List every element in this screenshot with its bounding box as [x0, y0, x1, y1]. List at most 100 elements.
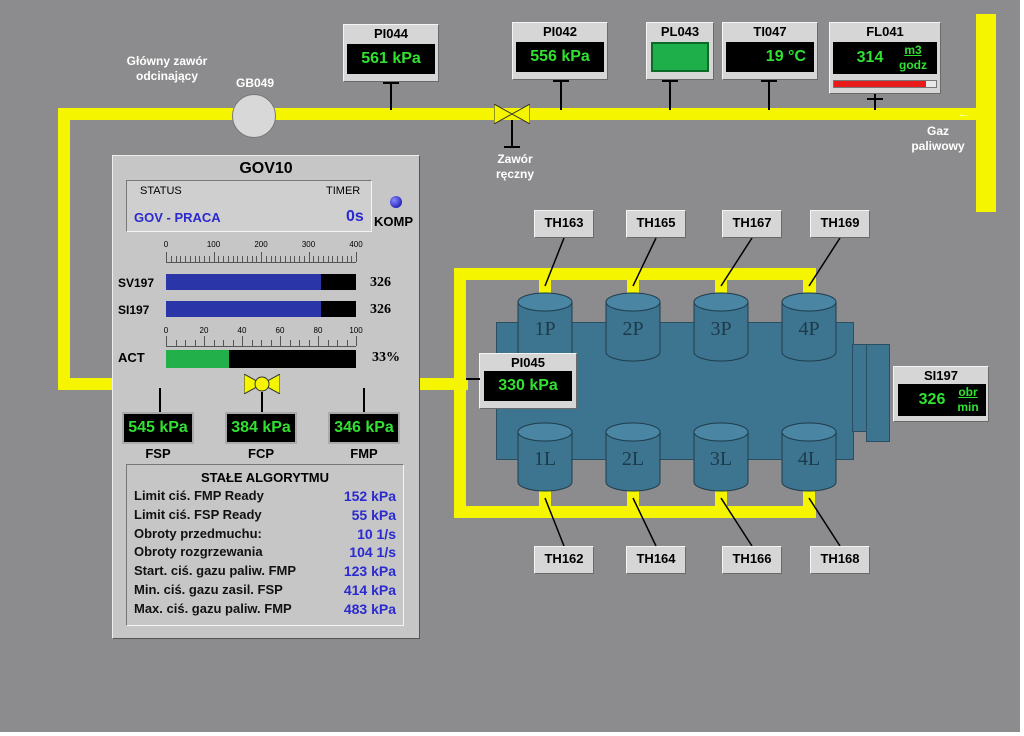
constant-name: Min. ciś. gazu zasil. FSP — [134, 582, 283, 597]
pl043-stem-cap — [662, 80, 678, 82]
scale-label: 100 — [349, 326, 363, 335]
fl041-bar-track — [833, 80, 937, 88]
constant-name: Obroty przedmuchu: — [134, 525, 262, 541]
cylinder-label: 4P — [798, 318, 820, 340]
scale-tick — [170, 256, 172, 262]
fcp-label: FCP — [248, 446, 274, 461]
scale-label: 100 — [206, 240, 221, 249]
thermocouple-th162[interactable]: TH162 — [534, 546, 594, 574]
si197-box-unit-bottom: min — [957, 400, 979, 414]
thermocouple-th167[interactable]: TH167 — [722, 210, 782, 238]
thermocouple-th169[interactable]: TH169 — [810, 210, 870, 238]
scale-tick — [308, 340, 310, 346]
cylinder-label: 3L — [709, 448, 733, 470]
si197-label: SI197 — [118, 303, 150, 317]
pi044-stem-cap — [383, 82, 399, 84]
fmp-stem — [363, 388, 365, 412]
sv197-label: SV197 — [118, 276, 155, 290]
cylinder-3l: 3L — [693, 422, 749, 492]
sv197-bar-track — [166, 274, 356, 290]
scale-tick — [261, 340, 262, 346]
cylinder-1l: 1L — [517, 422, 573, 492]
supply-pipe-right — [976, 14, 996, 212]
sv197-value: 326 — [370, 275, 391, 290]
scale-tick — [223, 256, 224, 262]
fl041-value: 314 — [856, 49, 884, 66]
scale-label: 60 — [275, 326, 285, 335]
scale-tick — [303, 256, 305, 262]
thermocouple-th165[interactable]: TH165 — [626, 210, 686, 238]
fmp-display: 346 kPa — [328, 412, 400, 444]
scale-label: 300 — [301, 240, 316, 249]
pi044-value: 561 kPa — [347, 44, 435, 74]
scale-tick — [213, 340, 215, 346]
scale-tick — [232, 340, 234, 346]
gb049-valve-icon[interactable] — [232, 94, 276, 138]
fsp-label: FSP — [145, 446, 171, 461]
scale-tick — [318, 336, 319, 346]
scale-baseline — [166, 262, 356, 263]
scale-tick — [346, 256, 348, 262]
cylinder-2l: 2L — [605, 422, 661, 492]
scale-tick — [246, 256, 248, 262]
scale-label: 40 — [237, 326, 247, 335]
si197-box-value: 326 — [918, 391, 946, 408]
engine-loop-left — [454, 268, 466, 518]
scale-tick — [256, 256, 258, 262]
scale-label: 80 — [313, 326, 323, 335]
thermocouple-tag: TH164 — [636, 551, 676, 566]
pi045-value: 330 kPa — [484, 371, 572, 401]
scale-tick — [280, 256, 281, 262]
thermocouple-th168[interactable]: TH168 — [810, 546, 870, 574]
thermocouple-tag: TH166 — [732, 551, 772, 566]
manual-valve-stem — [511, 120, 513, 146]
scale-tick — [180, 256, 182, 262]
scale-tick — [356, 336, 357, 346]
fsp-stem — [159, 388, 161, 412]
scale-tick — [270, 340, 272, 346]
scale-tick — [284, 256, 286, 262]
cylinder-4p: 4P — [781, 292, 837, 362]
scale-tick — [227, 256, 229, 262]
pi042-stem-cap — [553, 80, 569, 82]
scale-tick — [232, 256, 234, 262]
fcp-valve-icon[interactable] — [243, 373, 281, 395]
thermocouple-tag: TH169 — [820, 215, 860, 230]
thermocouple-th163[interactable]: TH163 — [534, 210, 594, 238]
cylinder-1p: 1P — [517, 292, 573, 362]
scale-tick — [251, 256, 253, 262]
thermocouple-tag: TH167 — [732, 215, 772, 230]
cylinder-label: 1L — [533, 448, 557, 470]
scale-tick — [261, 252, 262, 262]
scale-label: 20 — [199, 326, 209, 335]
cylinder-label: 3P — [710, 318, 732, 340]
scale-tick — [270, 256, 272, 262]
constant-row: Obroty przedmuchu:10 1/s — [134, 526, 404, 544]
scale-tick — [242, 256, 243, 262]
scale-tick — [194, 340, 196, 346]
si197-bar-track — [166, 301, 356, 317]
thermocouple-tag: TH168 — [820, 551, 860, 566]
thermocouple-th164[interactable]: TH164 — [626, 546, 686, 574]
pi042-value: 556 kPa — [516, 42, 604, 72]
scale-tick — [242, 336, 243, 346]
scale-tick — [299, 256, 300, 262]
cylinder-2p: 2P — [605, 292, 661, 362]
gov-timer-value: 0s — [346, 208, 364, 225]
thermocouple-th166[interactable]: TH166 — [722, 546, 782, 574]
manual-valve-icon[interactable] — [493, 103, 531, 125]
scale-tick — [327, 256, 329, 262]
fcp-stem — [261, 392, 263, 412]
scale-tick — [175, 256, 177, 262]
scale-tick — [308, 252, 310, 262]
gov-status-box — [126, 180, 372, 232]
scale-tick — [194, 256, 196, 262]
scale-tick — [332, 256, 334, 262]
